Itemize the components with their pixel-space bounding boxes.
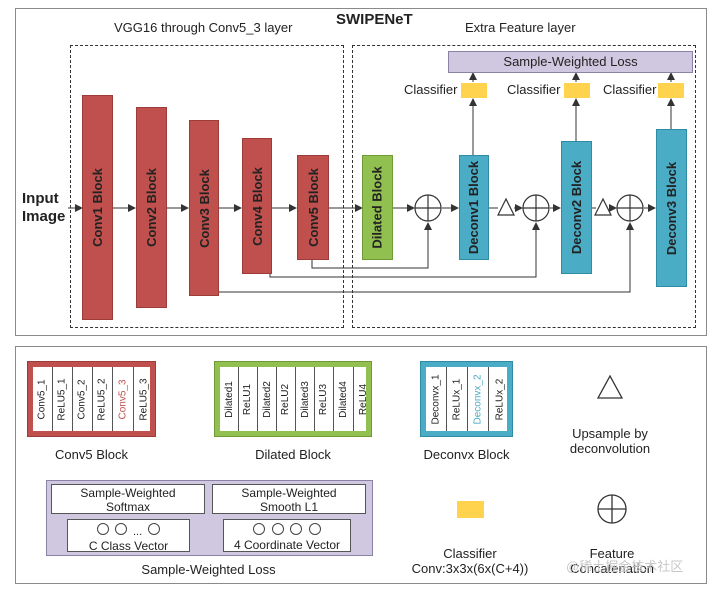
classifier-caption-line1: Classifier: [443, 546, 497, 561]
conv3-block: Conv3 Block: [189, 120, 219, 296]
classifier-3: [658, 83, 684, 98]
legend-concat-caption: Feature Concatenation: [560, 546, 664, 576]
conv2-label: Conv2 Block: [144, 168, 159, 247]
legend-deconv-caption: Deconvx Block: [423, 447, 510, 462]
legend-concat-icon: [597, 494, 627, 524]
vector-element-icon: [252, 523, 265, 535]
deconv1-label: Deconv1 Block: [466, 160, 482, 255]
conv1-label: Conv1 Block: [90, 168, 105, 247]
vector-element-icon: [114, 523, 127, 535]
deconv3-label: Deconv3 Block: [664, 161, 680, 255]
legend-cell: ReLU1: [239, 367, 258, 431]
conv4-block: Conv4 Block: [242, 138, 272, 274]
concat-icon: [414, 194, 644, 222]
vector-element-icon: [96, 523, 109, 535]
legend-class-vector: ... C Class Vector: [67, 519, 190, 553]
coord-vector-label: 4 Coordinate Vector: [233, 538, 341, 552]
legend-cell: ReLU2: [277, 367, 296, 431]
classifier-label-1: Classifier: [404, 82, 458, 97]
input-image-label: Input Image: [22, 190, 65, 226]
softmax-line1: Sample-Weighted: [80, 486, 176, 500]
diagram-title: SWIPENeT: [336, 11, 413, 28]
legend-cell: ReLUx_2: [494, 378, 506, 420]
vgg-section-title: VGG16 through Conv5_3 layer: [114, 20, 293, 35]
class-vector-dots: ...: [68, 523, 189, 539]
smoothl1-line1: Sample-Weighted: [241, 486, 337, 500]
dilated-label: Dilated Block: [370, 166, 386, 249]
vgg-region: [70, 45, 344, 328]
concat-caption-line1: Feature: [589, 546, 635, 561]
legend-cell: Deconvx_2: [468, 367, 489, 431]
legend-cell: ReLU5_3: [138, 377, 150, 421]
legend-classifier-caption: Classifier Conv:3x3x(6x(C+4)): [400, 546, 540, 576]
classifier-2: [564, 83, 590, 98]
legend-loss-caption: Sample-Weighted Loss: [141, 562, 276, 577]
classifier-1: [461, 83, 487, 98]
legend-cell: ReLU5_1: [53, 367, 73, 431]
legend-cell: ReLU4: [358, 383, 370, 415]
vector-element-icon: [148, 523, 161, 535]
legend-cell: Dilated3: [296, 367, 315, 431]
legend-cell: ReLUx_1: [447, 367, 468, 431]
input-label-line1: Input: [22, 190, 59, 207]
classifier-label-2: Classifier: [507, 82, 561, 97]
deconv3-block: Deconv3 Block: [656, 129, 687, 287]
concat-caption-line2: Concatenation: [570, 561, 654, 576]
legend-dilated-cells: Dilated1 ReLU1 Dilated2 ReLU2 Dilated3 R…: [220, 367, 369, 431]
upsample-icon: [497, 197, 612, 216]
conv1-block: Conv1 Block: [82, 95, 113, 320]
extra-section-title: Extra Feature layer: [465, 20, 576, 35]
vector-element-icon: [290, 523, 303, 535]
vector-element-icon: [271, 523, 284, 535]
coord-vector-dots: [224, 523, 350, 538]
legend-upsample-caption: Upsample by deconvolution: [550, 426, 670, 456]
legend-cell: Dilated2: [258, 367, 277, 431]
legend-classifier-icon: [457, 501, 484, 518]
legend-deconv-cells: Deconvx_1 ReLUx_1 Deconvx_2 ReLUx_2: [426, 367, 507, 431]
smoothl1-line2: Smooth L1: [259, 500, 319, 514]
deconv2-label: Deconv2 Block: [569, 160, 585, 255]
dilated-block: Dilated Block: [362, 155, 393, 260]
legend-conv5-cells: Conv5_1 ReLU5_1 Conv5_2 ReLU5_2 Conv5_3 …: [33, 367, 150, 431]
classifier-caption-line2: Conv:3x3x(6x(C+4)): [411, 561, 529, 576]
classifier-label-3: Classifier: [603, 82, 657, 97]
legend-dilated-caption: Dilated Block: [255, 447, 331, 462]
extra-region: [352, 45, 696, 328]
legend-cell: Dilated4: [334, 367, 354, 431]
conv5-block: Conv5 Block: [297, 155, 329, 260]
legend-coord-vector: 4 Coordinate Vector: [223, 519, 351, 552]
softmax-line2: Softmax: [105, 500, 150, 514]
deconv1-block: Deconv1 Block: [459, 155, 489, 260]
conv5-label: Conv5 Block: [305, 168, 321, 247]
ellipsis: ...: [132, 526, 143, 538]
upsample-caption-line1: Upsample by: [572, 426, 648, 441]
input-label-line2: Image: [22, 208, 66, 225]
legend-conv5-caption: Conv5 Block: [55, 447, 128, 462]
legend-cell: Deconvx_1: [426, 367, 447, 431]
legend-cell: Conv5_3: [113, 367, 134, 431]
legend-cell: ReLU5_2: [93, 367, 113, 431]
conv4-label: Conv4 Block: [249, 166, 265, 246]
legend-cell: Dilated1: [220, 367, 239, 431]
legend-cell: Conv5_1: [33, 367, 53, 431]
class-vector-label: C Class Vector: [88, 539, 169, 553]
watermark: @稀土掘金技术社区: [566, 559, 684, 574]
legend-cell: Conv5_2: [73, 367, 93, 431]
legend-softmax-box: Sample-Weighted Softmax: [51, 484, 205, 514]
upsample-caption-line2: deconvolution: [569, 441, 651, 456]
vector-element-icon: [309, 523, 321, 535]
loss-bar: Sample-Weighted Loss: [448, 51, 693, 73]
conv2-block: Conv2 Block: [136, 107, 167, 308]
conv3-label: Conv3 Block: [196, 168, 212, 248]
legend-smoothl1-box: Sample-Weighted Smooth L1: [212, 484, 366, 514]
deconv2-block: Deconv2 Block: [561, 141, 592, 274]
loss-bar-label: Sample-Weighted Loss: [503, 54, 638, 69]
legend-upsample-icon: [596, 374, 624, 399]
legend-cell: ReLU3: [315, 367, 334, 431]
